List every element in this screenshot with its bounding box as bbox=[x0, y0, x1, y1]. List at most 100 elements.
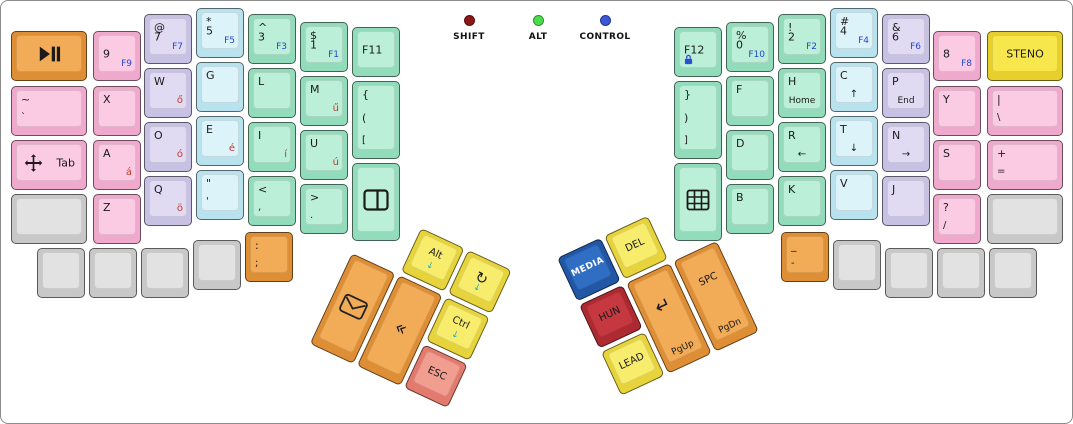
key-label: 0 bbox=[736, 38, 743, 51]
key-blank-left-b1[interactable] bbox=[37, 248, 85, 298]
key-t-down[interactable]: T↓ bbox=[830, 116, 878, 166]
key-label: ! bbox=[788, 21, 793, 34]
key-label: 1 bbox=[310, 38, 317, 51]
key-label: E bbox=[206, 123, 213, 136]
key-f11[interactable]: F11 bbox=[352, 27, 400, 77]
key-pipe-backslash[interactable]: |\ bbox=[987, 86, 1063, 136]
key-label: ű bbox=[332, 103, 339, 114]
key-label: LEAD bbox=[617, 350, 646, 372]
key-label: 6 bbox=[892, 30, 899, 43]
key-window-split[interactable] bbox=[352, 163, 400, 241]
key-f12[interactable]: F12 bbox=[674, 27, 722, 77]
key-y[interactable]: Y bbox=[933, 86, 981, 136]
key-label: F bbox=[736, 83, 743, 96]
key-f[interactable]: F bbox=[726, 76, 774, 126]
key-label: SPC bbox=[697, 270, 720, 289]
key-label: . bbox=[310, 210, 314, 221]
key-c-up[interactable]: C↑ bbox=[830, 62, 878, 112]
key-label: } bbox=[684, 88, 691, 101]
key-l[interactable]: L bbox=[248, 68, 296, 118]
key-label: 9 bbox=[103, 47, 110, 60]
key-label: L bbox=[258, 75, 265, 88]
key-blank-left-b4[interactable] bbox=[193, 240, 241, 290]
key-d[interactable]: D bbox=[726, 130, 774, 180]
key-less-comma[interactable]: <, bbox=[248, 176, 296, 226]
key-b[interactable]: B bbox=[726, 184, 774, 234]
key-blank-right-b3[interactable] bbox=[937, 248, 985, 298]
key-label: # bbox=[840, 15, 850, 28]
key-blank-right-b2[interactable] bbox=[885, 248, 933, 298]
key-label: S bbox=[943, 147, 950, 160]
key-label: $ bbox=[310, 29, 317, 42]
key-n-right[interactable]: N→ bbox=[882, 122, 930, 172]
key-label: F9 bbox=[121, 59, 132, 69]
key-symbols-envelope[interactable] bbox=[309, 253, 396, 365]
key-steno[interactable]: STENO bbox=[987, 31, 1063, 81]
key-v[interactable]: V bbox=[830, 170, 878, 220]
key-k[interactable]: K bbox=[778, 176, 826, 226]
key-label: M bbox=[310, 83, 320, 96]
key-label: O bbox=[154, 129, 163, 142]
key-label: I bbox=[258, 129, 262, 142]
key-open-brackets[interactable]: {([ bbox=[352, 81, 400, 159]
key-colon-semicolon[interactable]: :; bbox=[245, 232, 293, 282]
key-blank-right-row4[interactable] bbox=[987, 194, 1063, 244]
key-label: DEL bbox=[623, 235, 646, 255]
key-tilde-grave[interactable]: ~` bbox=[11, 86, 87, 136]
key-label: F6 bbox=[910, 42, 921, 52]
key-j[interactable]: J bbox=[882, 176, 930, 226]
key-label: F10 bbox=[748, 50, 765, 60]
key-r-left[interactable]: R← bbox=[778, 122, 826, 172]
indicator-label: CONTROL bbox=[579, 32, 631, 42]
key-z[interactable]: Z bbox=[93, 194, 141, 244]
key-plus-equals[interactable]: += bbox=[987, 140, 1063, 190]
key-label: « bbox=[391, 315, 411, 341]
key-underscore-hyphen[interactable]: _- bbox=[781, 232, 829, 282]
envelope-icon bbox=[338, 292, 370, 321]
key-label: ↓ bbox=[849, 143, 859, 154]
key-blank-left-row4[interactable] bbox=[11, 194, 87, 244]
key-label: B bbox=[736, 191, 744, 204]
key-blank-right-b1[interactable] bbox=[833, 240, 881, 290]
key-close-brackets[interactable]: })] bbox=[674, 81, 722, 159]
key-question-slash[interactable]: ?/ bbox=[933, 194, 981, 244]
key-s[interactable]: S bbox=[933, 140, 981, 190]
key-label: 2 bbox=[788, 30, 795, 43]
key-g[interactable]: G bbox=[196, 62, 244, 112]
key-quote-apostrophe[interactable]: "' bbox=[196, 170, 244, 220]
key-label: ( bbox=[362, 111, 367, 124]
key-label: < bbox=[258, 183, 268, 196]
key-label: = bbox=[997, 166, 1006, 177]
key-label: G bbox=[206, 69, 215, 82]
key-blank-right-b4[interactable] bbox=[989, 248, 1037, 298]
key-play-pause[interactable] bbox=[11, 31, 87, 81]
key-label: F2 bbox=[806, 42, 817, 52]
key-label: Z bbox=[103, 201, 111, 214]
key-blank-left-b3[interactable] bbox=[141, 248, 189, 298]
key-x[interactable]: X bbox=[93, 86, 141, 136]
key-numpad-grid[interactable] bbox=[674, 163, 722, 241]
key-greater-period[interactable]: >. bbox=[300, 184, 348, 234]
key-move-tab[interactable]: Tab bbox=[11, 140, 87, 190]
key-blank-left-b2[interactable] bbox=[89, 248, 137, 298]
